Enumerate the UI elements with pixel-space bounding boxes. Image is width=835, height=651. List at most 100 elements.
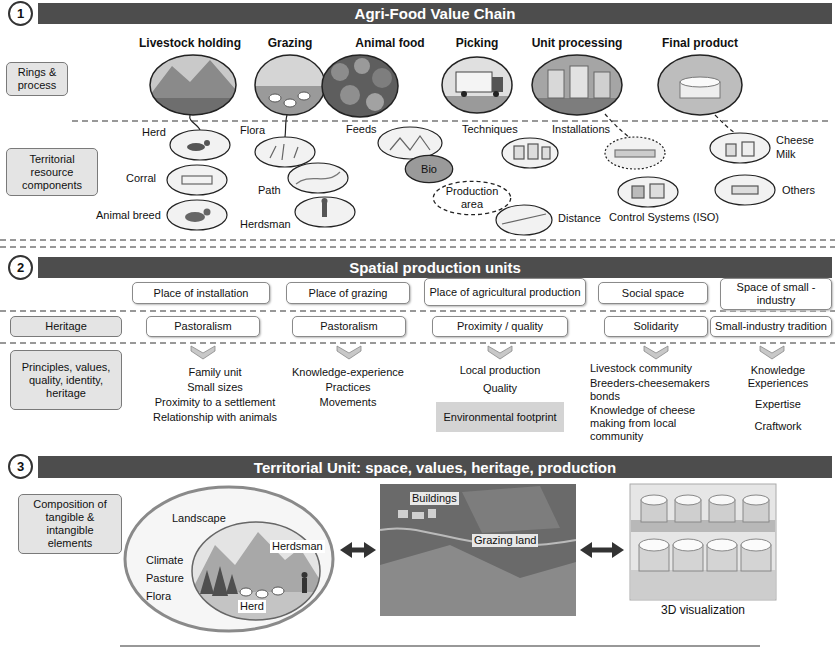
photo-unit-processing (532, 55, 622, 115)
node-text: Bio (421, 163, 437, 176)
label: Techniques (462, 123, 518, 136)
resource-picture (528, 144, 538, 159)
label: Milk (776, 148, 796, 161)
landscape-picture (192, 522, 320, 620)
resource-picture (605, 137, 665, 169)
resource-picture (378, 127, 442, 159)
resource-picture (270, 144, 298, 160)
label: Proximity to a settlement (135, 396, 295, 409)
photo-grazing (255, 86, 325, 116)
vats-picture (641, 495, 667, 505)
label: Expertise (728, 398, 828, 411)
unit-box: Space of small - industry (720, 278, 832, 310)
label: Herdsman (240, 218, 291, 231)
node-text: 3 (17, 460, 24, 473)
resource-picture (496, 205, 552, 235)
label: Quality (435, 382, 565, 395)
arrow-shaft (352, 548, 364, 553)
landscape-picture (240, 588, 252, 596)
photo-grazing (255, 55, 325, 116)
column-title: Final product (650, 36, 750, 50)
label: Path (258, 184, 281, 197)
arrow-head (340, 542, 352, 558)
node-text: Proximity / quality (457, 320, 543, 333)
resource-picture (742, 142, 754, 156)
resource-picture (288, 163, 348, 193)
node-text: Herd (238, 600, 266, 613)
map-picture (380, 545, 576, 616)
photo-picking (442, 57, 512, 113)
photo-final-product (658, 55, 742, 115)
photo-final-product (658, 55, 742, 115)
resource-picture (615, 150, 655, 157)
label: Herd (142, 126, 166, 139)
resource-picture (187, 143, 205, 151)
photo-animal-food (372, 68, 392, 88)
section-title: Spatial production units (349, 259, 521, 276)
arrow-shaft (592, 548, 612, 553)
photo-animal-food (331, 63, 349, 81)
label: Movements (283, 396, 413, 409)
node-text: Place of installation (154, 287, 249, 300)
resource-picture (502, 138, 558, 168)
double-arrow (580, 542, 624, 558)
node-text: Space of small - industry (725, 281, 827, 307)
unit-box: Social space (598, 282, 708, 304)
node-text: Grazing land (472, 534, 538, 547)
label: Knowledge-experience (283, 366, 413, 379)
unit-box: Pastoralism (146, 316, 260, 337)
photo-animal-food (322, 55, 398, 117)
photo-picking (492, 77, 503, 92)
node-text: Heritage (45, 320, 87, 333)
dashed-separator (0, 310, 835, 311)
row-label-box: Composition of tangible & intangible ele… (18, 494, 122, 554)
vats-picture (743, 495, 769, 505)
photo-livestock (150, 55, 236, 115)
photo-picking (461, 91, 467, 97)
landscape-picture (124, 486, 334, 632)
photo-picking (456, 72, 492, 92)
unit-box: Place of installation (132, 282, 270, 304)
resource-picture (715, 175, 775, 205)
resource-picture (322, 203, 327, 217)
unit-box: Solidarity (604, 316, 708, 337)
map-picture (380, 484, 576, 616)
label: Control Systems (ISO) (599, 211, 729, 224)
vats-picture (630, 484, 776, 600)
photo-grazing (255, 55, 325, 115)
chevron (337, 346, 361, 359)
label: Craftwork (728, 420, 828, 433)
photo-unit-processing (532, 55, 622, 115)
node-text: 1 (17, 7, 24, 20)
photo-grazing (255, 55, 325, 115)
label: Relationship with animals (135, 411, 295, 424)
chevron (488, 346, 512, 359)
resource-picture (170, 130, 230, 160)
dashed-separator (72, 120, 832, 121)
arrow-head (364, 542, 376, 558)
section-number: 1 (8, 1, 33, 26)
landscape-picture (192, 522, 320, 620)
label: Breeders-cheesemakers bonds (590, 377, 725, 403)
resource-picture (167, 165, 227, 195)
resource-picture (732, 186, 758, 194)
node-text: Composition of tangible & intangible ele… (23, 498, 117, 550)
landscape-picture (226, 574, 238, 594)
section-band: Spatial production units (38, 257, 832, 278)
photo-animal-food (322, 55, 398, 117)
photo-picking (442, 57, 512, 113)
photo-grazing (255, 55, 325, 116)
photo-unit-processing (532, 55, 622, 115)
landscape-picture (256, 590, 268, 598)
photo-final-product (658, 55, 742, 115)
vats-picture (707, 539, 737, 551)
unit-box: Place of agricultural production (424, 278, 586, 306)
label: Flora (240, 124, 265, 137)
resource-picture (542, 147, 550, 159)
vats-picture (631, 570, 775, 599)
resource-picture (167, 127, 775, 235)
label: Animal breed (96, 209, 161, 222)
photo-unit-processing (570, 66, 588, 98)
node-text: Production area (438, 185, 506, 211)
photo-animal-food (340, 85, 360, 105)
